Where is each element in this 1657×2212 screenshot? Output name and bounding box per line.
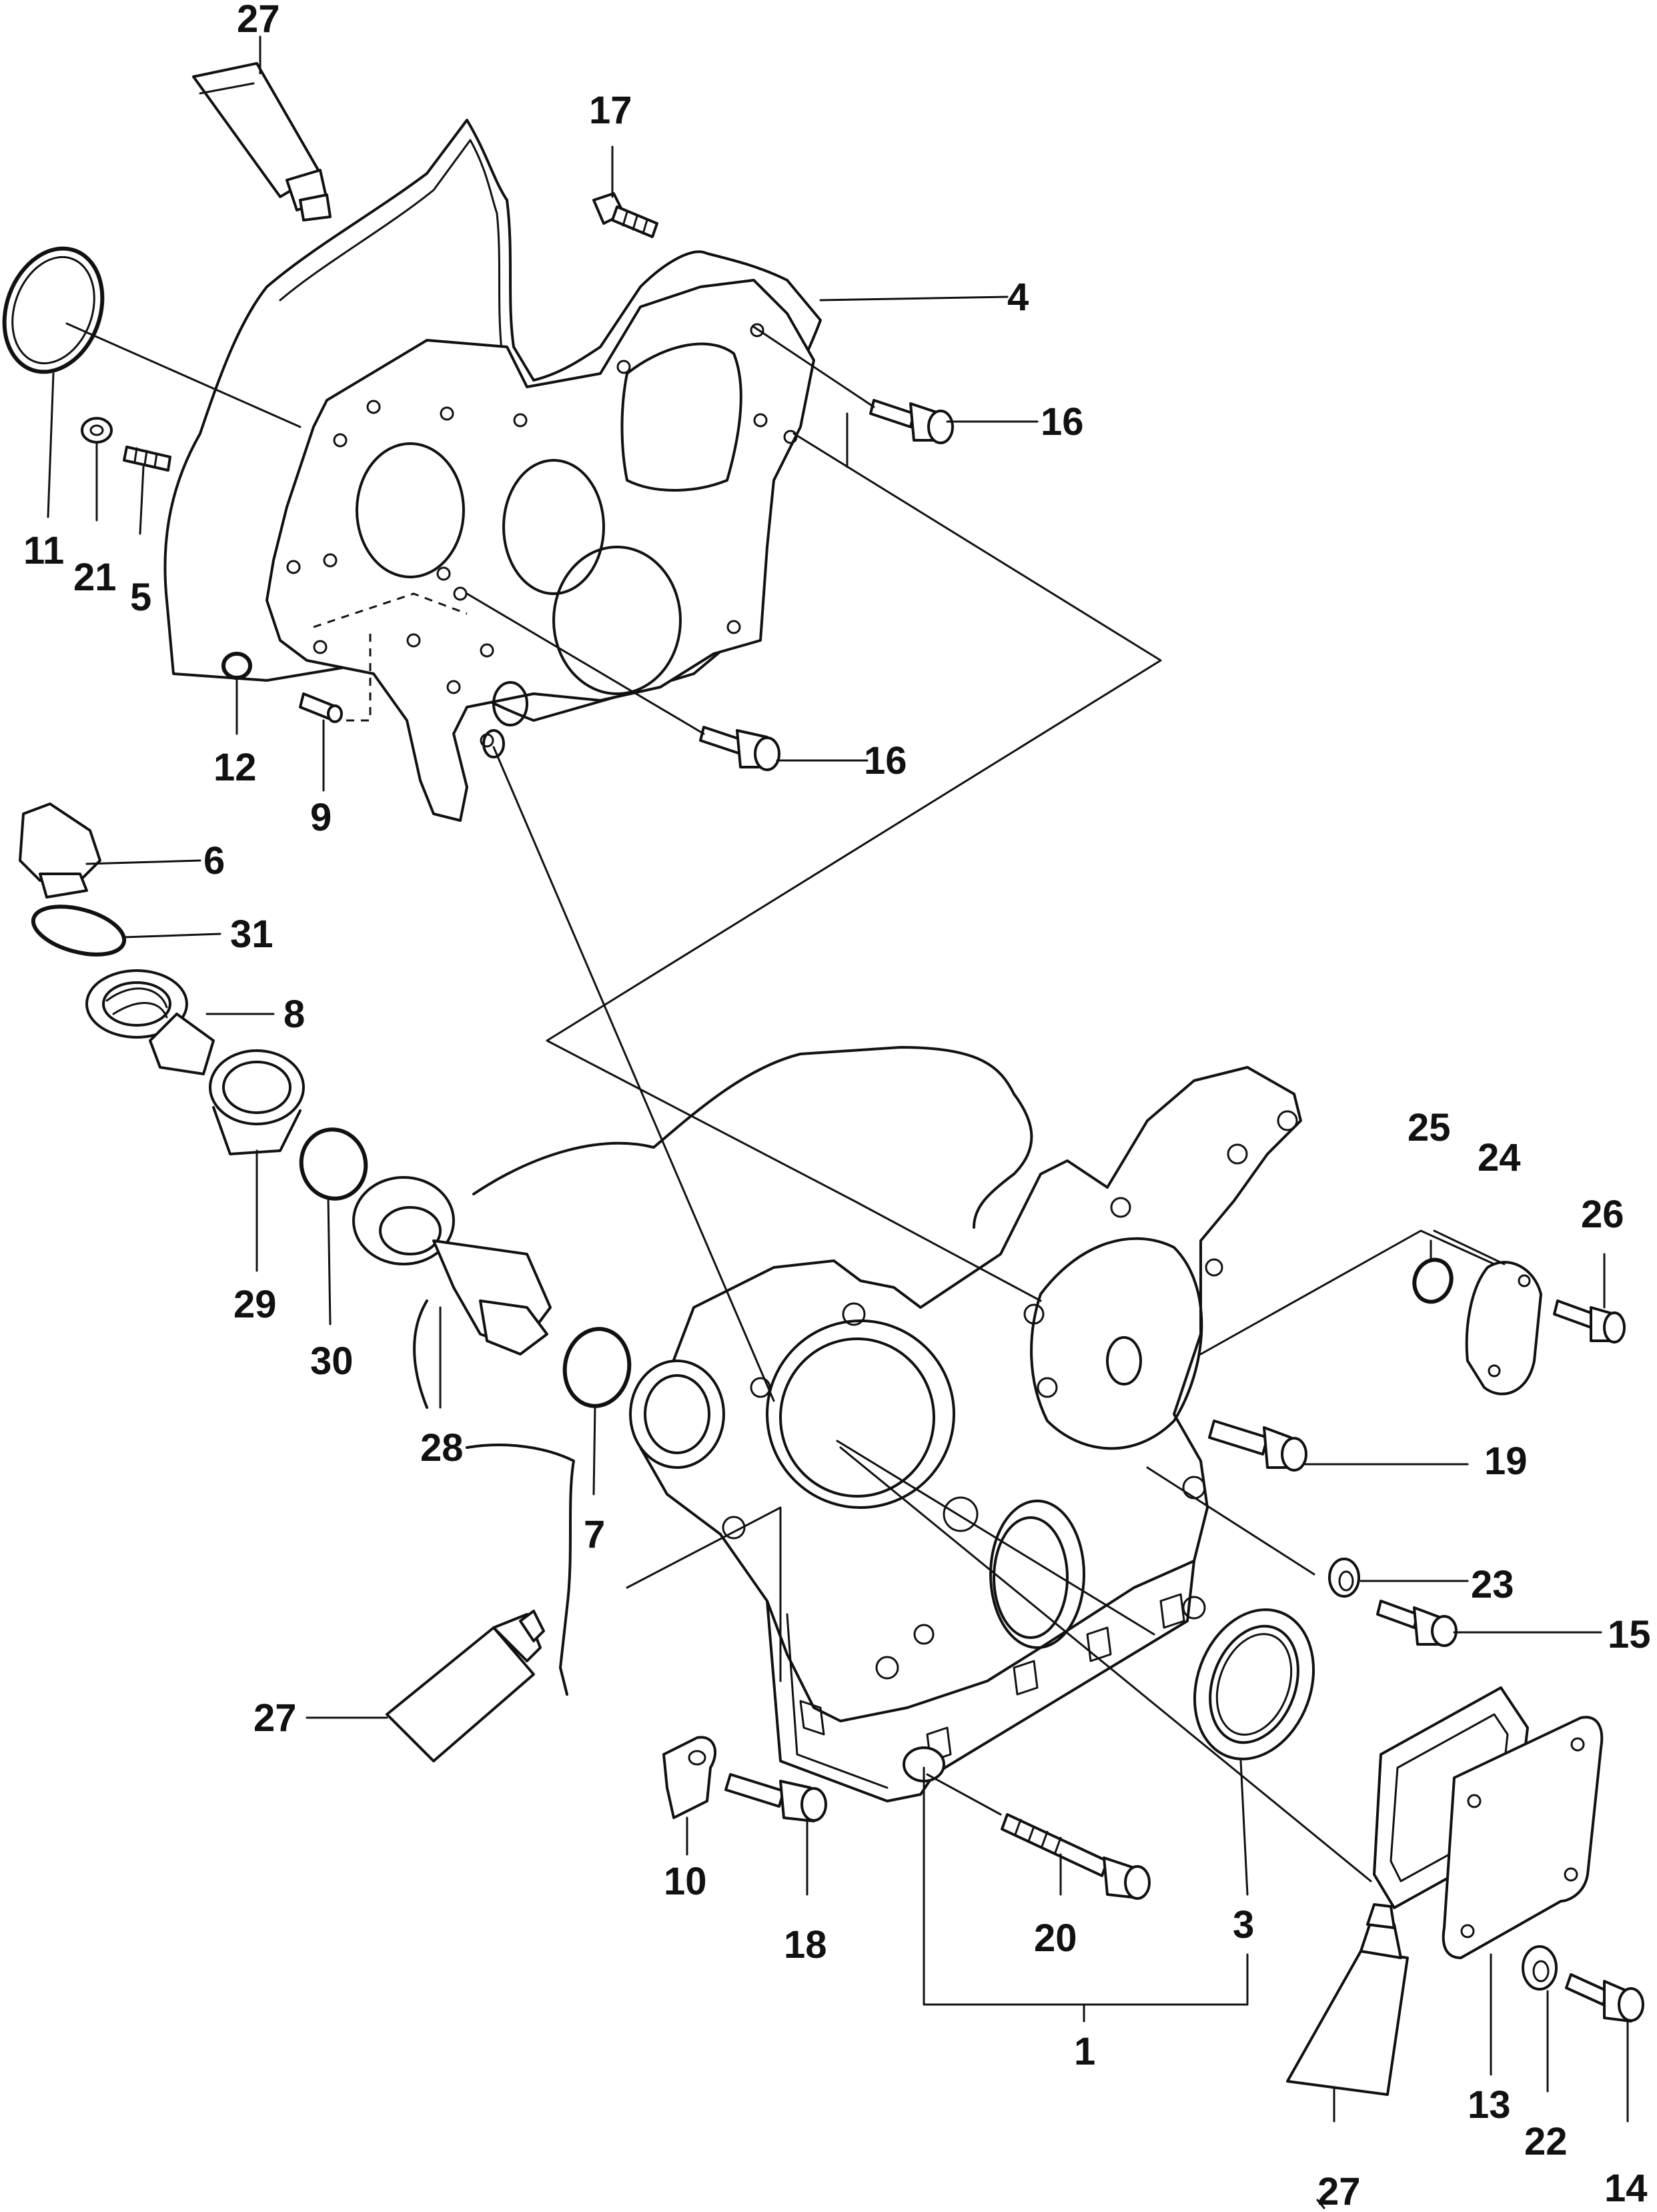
label-27-bottom: 27: [1317, 2170, 1361, 2212]
dowel-pin-9: [299, 692, 343, 723]
label-9: 9: [310, 796, 332, 839]
oil-seal-3: [1193, 1608, 1315, 1760]
label-31: 31: [230, 913, 273, 956]
bolt-14: [1565, 1973, 1644, 2023]
label-18: 18: [784, 1923, 827, 1967]
label-4: 4: [1007, 275, 1029, 319]
label-3: 3: [1233, 1903, 1254, 1947]
sealant-tube-bottom: [1286, 1903, 1409, 2096]
label-11: 11: [23, 529, 64, 572]
label-27-middle: 27: [253, 1696, 297, 1740]
washer-22: [1522, 1945, 1558, 1991]
label-16-lower: 16: [864, 739, 907, 782]
label-10: 10: [664, 1860, 707, 1903]
bolt-15: [1376, 1600, 1458, 1647]
label-14: 14: [1604, 2167, 1648, 2210]
sealant-tube-middle: [386, 1610, 545, 1762]
o-ring-31: [31, 905, 127, 957]
label-7: 7: [584, 1513, 605, 1556]
sealant-tube-top: [192, 62, 332, 221]
gasket-edge-lower: [413, 1299, 575, 1696]
label-28: 28: [420, 1426, 464, 1470]
label-13: 13: [1468, 2083, 1511, 2127]
label-21: 21: [73, 556, 117, 599]
breather-pipe-28: [352, 1176, 552, 1355]
leader-lines: [47, 35, 1629, 2209]
label-6: 6: [203, 839, 225, 883]
label-17: 17: [589, 89, 632, 132]
stud-5: [123, 446, 171, 472]
collar-29: [209, 1049, 305, 1155]
plate-window: [620, 342, 742, 492]
housing-bosses: [722, 1110, 1298, 1680]
bolt-16-lower: [699, 726, 780, 771]
cover-plate-13: [1442, 1716, 1604, 1959]
gear-case-housing: [472, 1046, 1302, 1802]
adapter-8: [85, 969, 215, 1075]
plate-bore-2: [502, 459, 605, 595]
label-16-upper: 16: [1041, 400, 1084, 444]
cover-plate-24: [1465, 1261, 1542, 1396]
label-24: 24: [1478, 1136, 1521, 1179]
label-1: 1: [1074, 2030, 1095, 2073]
label-23: 23: [1471, 1563, 1514, 1606]
filler-cap-6: [19, 802, 101, 899]
bolt-26: [1553, 1299, 1626, 1343]
washer-23: [1328, 1558, 1360, 1598]
label-20: 20: [1034, 1916, 1077, 1960]
o-ring-12: [221, 652, 252, 680]
label-19: 19: [1484, 1440, 1528, 1483]
label-27-top: 27: [237, 0, 280, 41]
gasket-outline-upper: [163, 119, 822, 722]
label-8: 8: [284, 993, 305, 1036]
label-25: 25: [1408, 1106, 1451, 1149]
o-ring-25: [1412, 1257, 1454, 1304]
bolt-20: [1001, 1813, 1151, 1900]
o-ring-11: [2, 246, 105, 374]
clamp-10: [662, 1736, 717, 1819]
callout-labels: 27 17 4 16 11 21 5 12 9 16 6 31 8 29 30 …: [23, 0, 1651, 2212]
label-30: 30: [310, 1339, 354, 1383]
bolt-18: [724, 1773, 827, 1822]
bolt-17: [592, 192, 658, 238]
label-12: 12: [213, 746, 257, 789]
label-26: 26: [1581, 1193, 1624, 1236]
label-29: 29: [233, 1283, 277, 1326]
front-plate: [265, 279, 815, 822]
label-5: 5: [130, 576, 151, 619]
washer-21: [81, 417, 113, 444]
bolt-19: [1208, 1420, 1307, 1472]
plate-bore-1: [356, 442, 465, 578]
o-ring-30: [299, 1127, 368, 1201]
label-15: 15: [1608, 1613, 1651, 1656]
o-ring-7: [562, 1327, 632, 1408]
label-22: 22: [1524, 2120, 1568, 2163]
plate-bore-3: [552, 546, 682, 695]
bolt-16-upper: [869, 399, 954, 444]
